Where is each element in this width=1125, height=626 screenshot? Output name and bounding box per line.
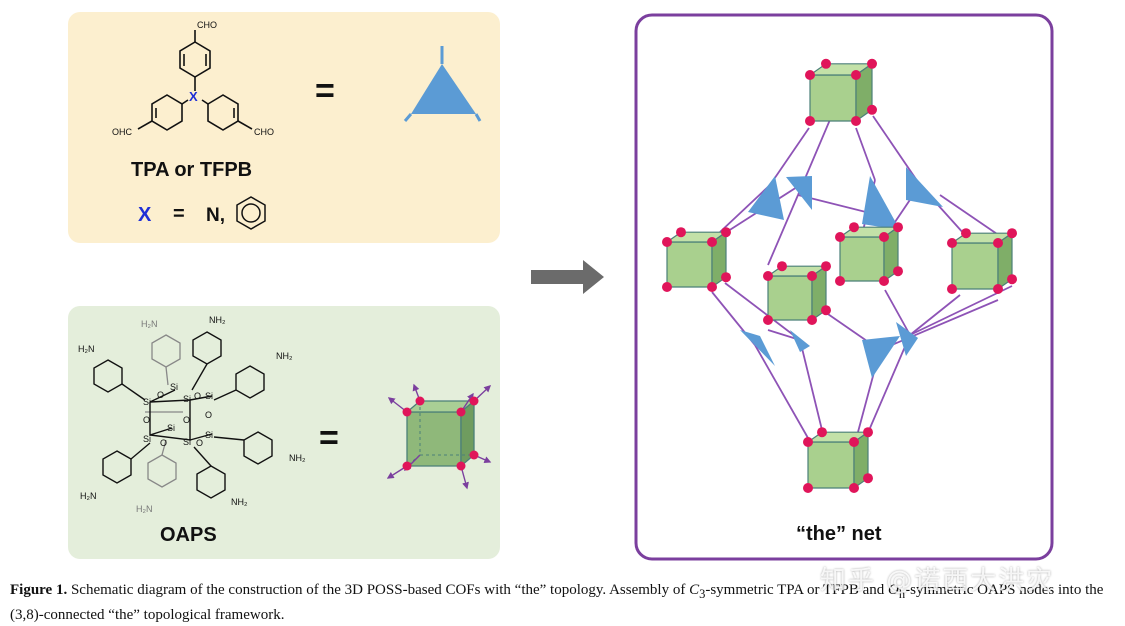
si-label-1: Si xyxy=(170,382,178,392)
the-net-label: “the” net xyxy=(796,523,882,545)
o-label-4: O xyxy=(183,415,190,425)
the-net-panel: “the” net xyxy=(634,13,1054,561)
x-symbol: X xyxy=(138,204,152,226)
net-cube-right xyxy=(947,228,1017,294)
si-label-8: Si xyxy=(205,430,213,440)
o-label-3: O xyxy=(143,415,150,425)
caption-text-2: -symmetric TPA or TFPB and xyxy=(705,582,889,598)
nh2-upper-left-label: H₂N xyxy=(78,344,95,354)
si-label-4: Si xyxy=(205,391,213,401)
o-label-1: O xyxy=(194,391,201,401)
si-label-7: Si xyxy=(183,437,191,447)
oaps-panel: H₂N NH₂ H₂N NH₂ NH₂ H₂N H₂N NH₂ Si Si Si… xyxy=(68,306,500,559)
nh2-top-label: NH₂ xyxy=(209,315,226,325)
oh-subscript: h xyxy=(898,587,906,601)
cho-right-label: CHO xyxy=(254,127,274,137)
tpa-equals-sign: = xyxy=(315,72,335,110)
caption-text-1: Schematic diagram of the construction of… xyxy=(67,582,690,598)
net-cube-center-back xyxy=(835,222,903,286)
o-label-7: O xyxy=(196,438,203,448)
c3-symbol: C xyxy=(689,582,700,598)
si-label-5: Si xyxy=(167,423,175,433)
net-cube-top xyxy=(805,58,877,126)
figure-caption: Figure 1. Schematic diagram of the const… xyxy=(10,580,1115,626)
x-equals: = xyxy=(173,203,185,225)
o-label-2: O xyxy=(157,390,164,400)
benzene-icon xyxy=(236,196,266,230)
watermark-text: 知乎 @诺西大洪灾 xyxy=(820,566,1055,596)
oaps-name: OAPS xyxy=(160,524,217,546)
nh2-bottom-label: NH₂ xyxy=(231,497,248,507)
nh2-upper-right-label: NH₂ xyxy=(276,351,293,361)
tpa-panel-background xyxy=(68,12,500,243)
oh-symbol: O xyxy=(888,582,899,598)
o-label-5: O xyxy=(205,410,212,420)
oaps-panel-background xyxy=(68,306,500,559)
net-cubes xyxy=(662,58,1017,493)
the-net-panel-border xyxy=(634,13,1054,561)
o-label-6: O xyxy=(160,438,167,448)
oh-cube-node-icon xyxy=(386,383,492,490)
caption-text-3: -symmetric OAPS nodes into the (3,8)-con… xyxy=(10,582,1104,623)
si-label-3: Si xyxy=(183,394,191,404)
c3-triangle-node-icon xyxy=(403,46,482,122)
nh2-lower-right-label: NH₂ xyxy=(289,453,306,463)
tpa-panel: CHO OHC CHO X TPA or TFPB X = N, = xyxy=(68,12,500,243)
si-label-6: Si xyxy=(143,434,151,444)
cho-top-label: CHO xyxy=(197,20,217,30)
process-arrow xyxy=(531,260,604,294)
tpa-name: TPA or TFPB xyxy=(131,159,252,181)
nh2-grey-bottom-label: H₂N xyxy=(136,504,153,514)
nh2-grey-top-label: H₂N xyxy=(141,319,158,329)
net-cube-bottom xyxy=(803,427,873,493)
net-cube-center-front xyxy=(763,261,831,325)
tpa-structure xyxy=(137,30,253,131)
oaps-structure: H₂N NH₂ H₂N NH₂ NH₂ H₂N H₂N NH₂ Si Si Si… xyxy=(78,315,306,514)
net-cube-left xyxy=(662,227,731,292)
figure-label: Figure 1. xyxy=(10,582,68,598)
c3-linker-triangles xyxy=(740,167,943,378)
cho-left-label: OHC xyxy=(112,127,133,137)
center-atom-x: X xyxy=(189,89,198,104)
oaps-equals-sign: = xyxy=(319,419,339,457)
si-label-2: Si xyxy=(143,397,151,407)
nh2-lower-left-label: H₂N xyxy=(80,491,97,501)
c3-subscript: 3 xyxy=(699,587,706,601)
x-options: N, xyxy=(206,205,225,226)
